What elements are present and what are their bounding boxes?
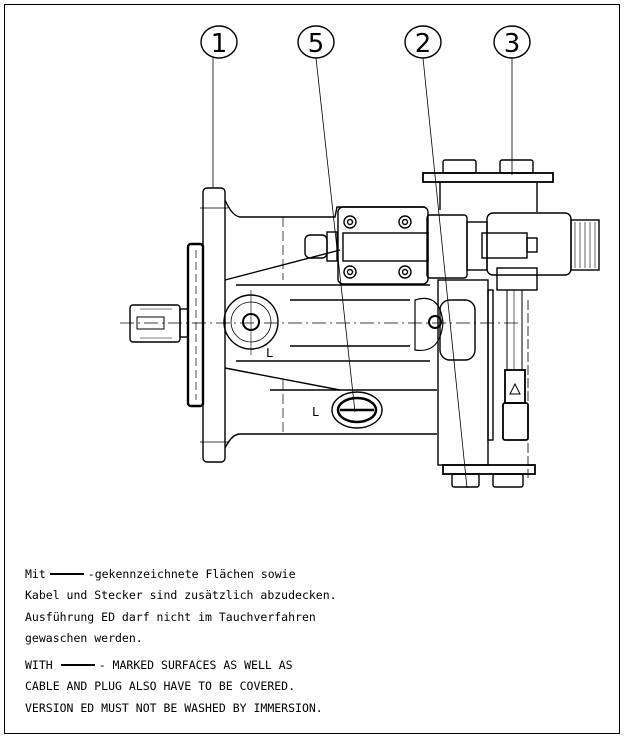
note-de-suffix: -gekennzeichnete Flächen sowie bbox=[87, 566, 296, 581]
marking-line-symbol bbox=[49, 572, 84, 575]
note-en-line-2: CABLE AND PLUG ALSO HAVE TO BE COVERED. bbox=[25, 679, 296, 694]
note-en-suffix: - MARKED SURFACES AS WELL AS bbox=[98, 657, 293, 672]
balloon-5: 5 bbox=[297, 25, 356, 413]
note-de-line-4: gewaschen werden. bbox=[25, 631, 143, 646]
control-valve-block bbox=[304, 206, 488, 285]
balloon-3: 3 bbox=[493, 25, 531, 175]
note-de-prefix: Mit bbox=[25, 566, 46, 581]
drain-port bbox=[331, 391, 383, 429]
balloon-1: 1 bbox=[200, 25, 238, 188]
top-mounting-plate bbox=[422, 159, 554, 212]
svg-text:L: L bbox=[312, 405, 319, 419]
svg-text:1: 1 bbox=[211, 29, 228, 59]
notes-block: Mit -gekennzeichnete Flächen sowie Kabel… bbox=[25, 563, 337, 719]
note-de-line-1: Mit -gekennzeichnete Flächen sowie bbox=[25, 563, 337, 585]
pilot-flange bbox=[186, 242, 205, 408]
regulator-housing bbox=[437, 279, 494, 466]
note-en-prefix: WITH bbox=[25, 657, 53, 672]
mounting-flange bbox=[200, 187, 228, 463]
drawing-frame bbox=[4, 4, 620, 734]
bottom-mounting-plate bbox=[442, 464, 536, 488]
sensor-plug bbox=[502, 289, 529, 478]
pump-housing: L L bbox=[223, 199, 444, 449]
note-de-line-3: Ausführung ED darf nicht im Tauchverfahr… bbox=[25, 609, 316, 624]
marking-line-symbol bbox=[60, 663, 95, 666]
svg-text:3: 3 bbox=[504, 29, 521, 59]
note-de-line-2: Kabel und Stecker sind zusätzlich abzude… bbox=[25, 588, 337, 603]
note-en-line-1: WITH - MARKED SURFACES AS WELL AS bbox=[25, 654, 337, 676]
note-en-line-3: VERSION ED MUST NOT BE WASHED BY IMMERSI… bbox=[25, 700, 323, 715]
svg-text:5: 5 bbox=[308, 29, 325, 59]
svg-text:L: L bbox=[266, 346, 273, 360]
drive-shaft bbox=[129, 304, 189, 343]
svg-text:2: 2 bbox=[415, 29, 432, 59]
solenoid-valve bbox=[481, 212, 600, 291]
balloon-2: 2 bbox=[404, 25, 468, 489]
